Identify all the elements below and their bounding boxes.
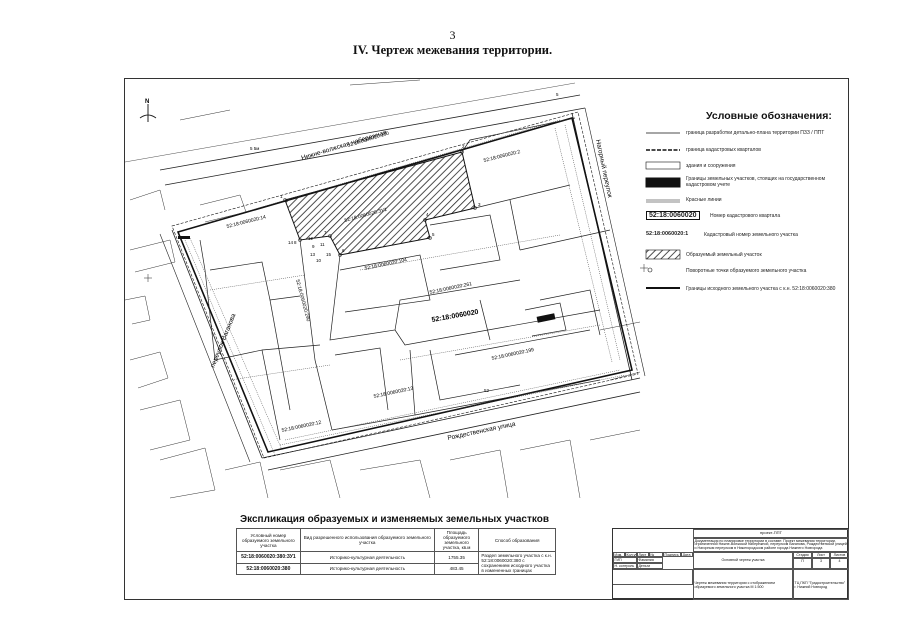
area-cell: 483.45 xyxy=(433,562,480,575)
legend-item: Кадастровый номер земельного участка xyxy=(704,232,798,238)
stamp-role: ГИП xyxy=(613,557,637,563)
stamp-col-header: Лист xyxy=(637,552,649,557)
parcel-label: 52:18:0060020:261 xyxy=(429,281,473,296)
legend-item: Границы земельных участков, стоящих на г… xyxy=(686,176,826,188)
stamp-col-header: Изм. xyxy=(613,552,625,557)
page-title: IV. Чертеж межевания территории. xyxy=(352,43,553,57)
street-nagorny: Нагорный переулок xyxy=(594,139,614,199)
north-label: N xyxy=(145,99,149,105)
parcel-label: 52:18:0060020:12 xyxy=(281,420,322,434)
vertex-label: 8 xyxy=(294,240,297,245)
vertex-label: 15 xyxy=(326,252,332,257)
legend-item: Поворотные точки образуемого земельного … xyxy=(686,268,807,274)
legend-item: граница кадастровых кварталов xyxy=(686,147,761,153)
vertex-label: 1 xyxy=(280,194,283,199)
parcel-label: 52:18:0060020:199 xyxy=(491,347,535,362)
title-block: проект-ППТ Документация по планировке те… xyxy=(612,528,849,600)
explication-table: Условный номер образуемого земельного уч… xyxy=(236,528,556,575)
use-cell: Историко-культурная деятельность xyxy=(299,562,435,575)
legend-symbols xyxy=(645,132,681,289)
stage-value: П xyxy=(793,558,812,569)
sheet-title: Основной чертеж участка xyxy=(693,552,793,569)
use-cell: Историко-культурная деятельность xyxy=(299,551,435,564)
legend-title: Условные обозначения: xyxy=(706,110,832,122)
vertex-label: 6 xyxy=(342,248,345,253)
stage-header: Стадия xyxy=(793,552,812,558)
quarter-label: 52:18:0060020 xyxy=(431,309,479,324)
legend-item: Номер кадастрового квартала xyxy=(710,213,781,219)
parcel-number-cell: 52:18:0060020:380 xyxy=(236,562,301,575)
table-row: 52:18:0060020:380:ЗУ1 Историко-культурна… xyxy=(236,551,556,575)
legend-item: граница разработки детально-плана террит… xyxy=(686,130,825,136)
stage-value: 3 xyxy=(812,558,830,569)
vertex-label: 2 xyxy=(462,144,465,149)
vertex-label: 14 xyxy=(288,240,294,245)
column-header: Способ образования xyxy=(478,528,556,552)
stamp-role: Н. контроль xyxy=(613,563,637,569)
parcel-label: 52:18:0060020:2 xyxy=(483,149,521,164)
street-nizhne-volzhskaya: Нижне-волжская набережная xyxy=(300,128,388,162)
vertex-label: 7 xyxy=(324,230,327,235)
stage-header: Листов xyxy=(830,552,849,558)
legend-item: Границы исходного земельного участка с к… xyxy=(686,286,836,292)
area-cell: 1755.35 xyxy=(433,551,480,564)
stamp-col-header: Подпись xyxy=(663,552,681,557)
column-header: Вид разрешенного использования образуемо… xyxy=(299,528,435,552)
vertex-label: 9 xyxy=(312,244,315,249)
organization: ТЦ ПКП "Градостроительство" г. Нижний Но… xyxy=(793,569,849,600)
explication-title: Экспликация образуемых и изменяемых земе… xyxy=(240,514,549,525)
vertex-label: 4 xyxy=(426,212,429,217)
vertex-label: 12 xyxy=(308,236,314,241)
legend-item: Образуемый земельный участок xyxy=(686,252,762,258)
stamp-col-header: Дата xyxy=(681,552,693,557)
parcel-label: 52:18:0060020:104 xyxy=(364,257,408,272)
legend-item: Красные линии xyxy=(686,197,722,203)
stamp-name: Фамилия xyxy=(637,557,663,563)
parcel-label: 52:18:0060020:13 xyxy=(373,386,414,400)
stamp-name: Деньги xyxy=(637,563,663,569)
misc-mark: 52 xyxy=(484,388,490,393)
drawing-sheet xyxy=(124,78,849,600)
parcel-label: 52:18:0060020:290 xyxy=(294,279,311,322)
vertex-label: 5 xyxy=(432,232,435,237)
legend-quarter-code: 52:18:0060020 xyxy=(646,211,700,220)
table-row: 52:18:0060020:380 Историко-культурная де… xyxy=(236,562,556,575)
stage-header: Лист xyxy=(812,552,830,558)
project-description: Документация по планировке территории в … xyxy=(693,538,849,552)
stamp-col-header: № док. xyxy=(649,552,663,557)
parcel-number-cell: 52:18:0060020:380:ЗУ1 xyxy=(236,551,301,564)
method-cell: Раздел земельного участка с к.н. 52:18:0… xyxy=(478,551,556,575)
column-header: Условный номер образуемого земельного уч… xyxy=(236,528,301,552)
misc-mark: 5 5м xyxy=(250,146,259,151)
stamp-col-header: Кол.уч xyxy=(625,552,637,557)
page-number: 3 xyxy=(449,28,456,42)
vertex-label: 11 xyxy=(320,242,325,247)
drawing-title: Чертеж межевания территории с отображени… xyxy=(693,569,793,600)
vertex-label: 10 xyxy=(316,258,322,263)
vertex-label: 13 xyxy=(310,252,316,257)
legend-item: здания и сооружения xyxy=(686,163,736,169)
stage-value: 4 xyxy=(830,558,849,569)
project-code: проект-ППТ xyxy=(693,529,849,538)
formed-parcel-zu1 xyxy=(284,151,476,256)
misc-mark: 5 xyxy=(556,92,559,97)
table-header-row: Условный номер образуемого земельного уч… xyxy=(236,528,556,552)
north-arrow-icon: N xyxy=(139,99,157,122)
column-header: Площадь образуемого земельного участка, … xyxy=(433,528,480,552)
street-rozhdestvenskaya: Рождественская улица xyxy=(447,421,517,442)
vertex-label: 3 xyxy=(478,202,481,207)
legend-parcel-code: 52:18:0060020:1 xyxy=(646,231,689,237)
